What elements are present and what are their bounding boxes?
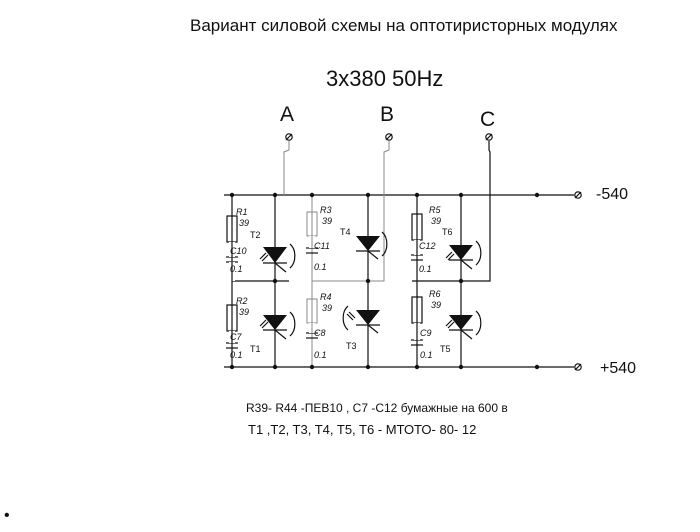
positive-terminal — [574, 363, 582, 371]
phase-c-terminal — [485, 133, 493, 141]
resistor-value-r1: 39 — [239, 218, 249, 228]
thyristor-label-t1: T1 — [250, 344, 261, 354]
capacitor-label-c10: C10 — [230, 246, 247, 256]
capacitor-value-c12: 0.1 — [419, 264, 432, 274]
capacitor-value-c7: 0.1 — [230, 350, 243, 360]
thyristor-t4 — [356, 231, 388, 260]
resistor-label-r1: R1 — [236, 207, 248, 217]
capacitor-value-c10: 0.1 — [230, 264, 243, 274]
resistor-label-r2: R2 — [236, 296, 248, 306]
capacitor-value-c8: 0.1 — [314, 350, 327, 360]
bullet-mark: • — [4, 507, 10, 524]
phase-b-terminal — [385, 133, 393, 141]
note-thyristors: T1 ,T2, T3, T4, T5, T6 - МТОТО- 80- 12 — [248, 422, 476, 437]
capacitor-label-c9: C9 — [420, 328, 432, 338]
supply-label: 3x380 50Hz — [326, 66, 443, 91]
capacitor-value-c9: 0.1 — [420, 350, 433, 360]
thyristor-t5 — [445, 310, 482, 340]
resistor-label-r4: R4 — [320, 292, 332, 302]
thyristor-label-t4: T4 — [340, 227, 351, 237]
phase-a-terminal — [285, 133, 293, 141]
positive-voltage-label: +540 — [600, 360, 636, 377]
resistor-label-r5: R5 — [429, 205, 441, 215]
resistor-label-r6: R6 — [429, 289, 441, 299]
phase-label-a: A — [280, 103, 294, 126]
capacitor-value-c11: 0.1 — [314, 262, 327, 272]
resistor-label-r3: R3 — [320, 205, 332, 215]
thyristor-label-t2: T2 — [250, 230, 261, 240]
junction-dots — [229, 192, 540, 370]
thyristor-label-t6: T6 — [442, 227, 453, 237]
capacitor-label-c7: C7 — [230, 332, 242, 342]
capacitor-label-c11: C11 — [314, 241, 330, 251]
negative-voltage-label: -540 — [596, 186, 628, 203]
thyristor-t3 — [342, 305, 380, 334]
diagram-title: Вариант силовой схемы на оптотиристорных… — [190, 16, 618, 35]
thyristor-t6 — [445, 240, 482, 270]
thyristor-label-t3: T3 — [346, 341, 357, 351]
phase-label-c: C — [480, 108, 495, 131]
phase-label-b: B — [380, 103, 394, 126]
resistor-value-r6: 39 — [431, 300, 441, 310]
resistor-value-r5: 39 — [431, 216, 441, 226]
thyristor-label-t5: T5 — [440, 344, 451, 354]
note-components: R39- R44 -ПЕВ10 , C7 -C12 бумажные на 60… — [246, 401, 508, 415]
resistor-value-r2: 39 — [239, 307, 249, 317]
capacitor-label-c12: C12 — [419, 241, 436, 251]
capacitor-label-c8: C8 — [314, 328, 326, 338]
thyristor-t2 — [259, 243, 296, 273]
leg-c — [411, 141, 491, 367]
resistor-value-r4: 39 — [322, 303, 332, 313]
thyristor-t1 — [259, 311, 296, 340]
leg-b — [306, 141, 390, 367]
resistor-value-r3: 39 — [322, 216, 332, 226]
negative-terminal — [574, 191, 582, 199]
